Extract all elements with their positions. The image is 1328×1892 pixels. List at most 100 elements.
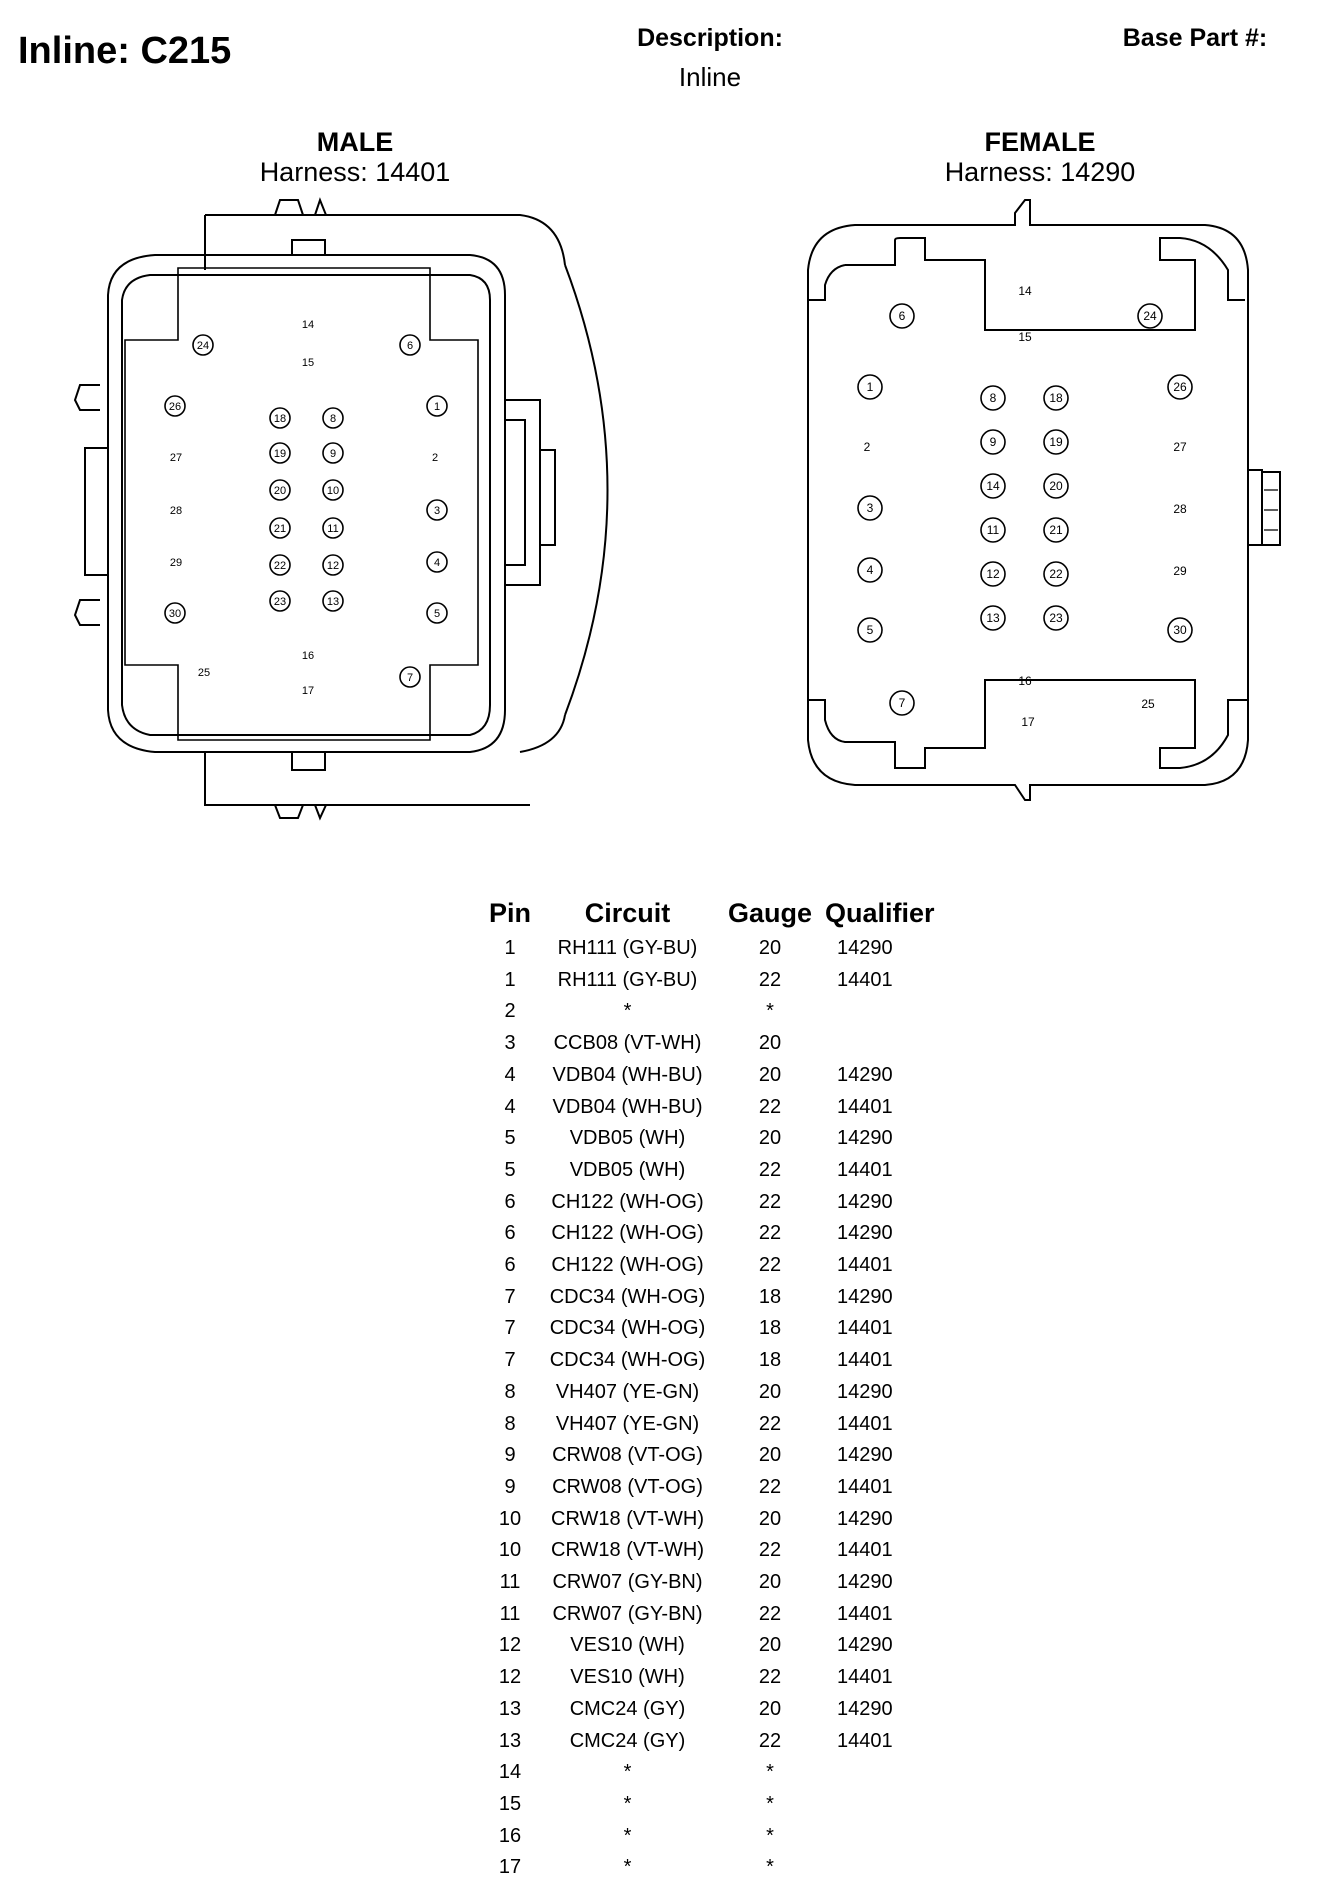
circuit-cell: CRW18 (VT-WH) (551, 1507, 704, 1530)
male-pin-4: 4 (434, 557, 440, 569)
qualifier-cell: 14401 (837, 1602, 893, 1625)
circuit-cell: CH122 (WH-OG) (551, 1254, 704, 1277)
circuit-cell: VH407 (YE-GN) (555, 1380, 700, 1403)
gauge-cell: 20 (758, 1063, 782, 1086)
male-pin-13: 13 (327, 596, 339, 608)
circuit-cell: * (623, 1824, 632, 1847)
female-pin-12: 12 (986, 567, 1000, 581)
female-pin-4: 4 (867, 563, 874, 577)
page-title: Inline: C215 (18, 30, 232, 72)
female-connector-outline (807, 199, 1281, 801)
male-pin-29: 29 (170, 557, 182, 569)
pin-cell: 8 (504, 1412, 516, 1435)
pin-cell: 12 (498, 1666, 522, 1689)
circuit-cell: CH122 (WH-OG) (551, 1190, 704, 1213)
female-pin-30: 30 (1173, 623, 1187, 637)
qualifier-cell (825, 1757, 947, 1789)
male-pin-14: 14 (302, 319, 314, 331)
gauge-cell: 22 (758, 968, 782, 991)
circuit-cell: VDB05 (WH) (569, 1158, 686, 1181)
connector-diagram: 24 6 26 1 18 8 19 9 20 10 21 11 22 12 23… (73, 197, 1281, 821)
qualifier-cell: 14290 (837, 1222, 893, 1245)
male-pin-8: 8 (330, 413, 336, 425)
pin-cell: 7 (504, 1317, 516, 1340)
pin-cell: 3 (504, 1032, 516, 1055)
pin-cell: 6 (504, 1190, 516, 1213)
circuit-cell: VES10 (WH) (570, 1666, 685, 1689)
qualifier-cell: 14290 (837, 1444, 893, 1467)
circuit-cell: CRW08 (VT-OG) (552, 1475, 703, 1498)
gauge-cell: * (766, 1824, 774, 1847)
description-value: Inline (678, 62, 742, 92)
pin-cell: 1 (504, 937, 516, 959)
pin-cell: 10 (498, 1539, 522, 1562)
gauge-cell: 18 (758, 1317, 782, 1340)
male-connector-outline (73, 197, 609, 821)
female-pin-9: 9 (990, 435, 997, 449)
circuit-cell: RH111 (GY-BU) (557, 968, 698, 991)
qualifier-cell: 14401 (837, 1095, 893, 1118)
circuit-cell: CCB08 (VT-WH) (553, 1032, 702, 1055)
female-pin-24: 24 (1143, 309, 1157, 323)
circuit-cell: CMC24 (GY) (569, 1697, 686, 1720)
table-row: 16** (480, 1821, 947, 1853)
gauge-cell: * (766, 1761, 774, 1784)
header-circuit: Circuit (584, 897, 671, 928)
pin-cell: 2 (504, 1000, 516, 1023)
table-row: 14** (480, 1757, 947, 1789)
circuit-cell: CDC34 (WH-OG) (549, 1317, 706, 1340)
circuit-cell: * (623, 1761, 632, 1784)
pin-cell: 4 (504, 1095, 516, 1118)
female-pin-17: 17 (1021, 715, 1035, 729)
qualifier-cell: 14290 (837, 1634, 893, 1657)
male-pin-5: 5 (434, 608, 440, 620)
pin-cell: 6 (504, 1254, 516, 1277)
female-pin-7: 7 (899, 696, 906, 710)
gauge-cell: 20 (758, 1507, 782, 1530)
gauge-cell: 20 (758, 1697, 782, 1720)
male-pin-24: 24 (197, 340, 209, 352)
gauge-cell: 20 (758, 1634, 782, 1657)
pin-cell: 9 (504, 1444, 516, 1467)
male-title: MALE (316, 127, 394, 157)
pin-cell: 5 (504, 1158, 516, 1181)
qualifier-cell: 14401 (837, 1412, 893, 1435)
female-pin-22: 22 (1049, 567, 1063, 581)
pin-cell: 5 (504, 1127, 516, 1150)
qualifier-cell: 14290 (837, 1380, 893, 1403)
female-pin-15: 15 (1018, 330, 1032, 344)
female-pin-14: 14 (1018, 284, 1032, 298)
circuit-cell: CMC24 (GY) (569, 1729, 686, 1752)
table-row: 2** (480, 996, 947, 1028)
female-pin-23: 23 (1049, 611, 1063, 625)
qualifier-cell: 14401 (837, 1317, 893, 1340)
qualifier-cell: 14290 (837, 1285, 893, 1308)
gauge-cell: 20 (758, 1380, 782, 1403)
gauge-cell: 22 (758, 1475, 782, 1498)
qualifier-cell: 14401 (837, 1729, 893, 1752)
male-pin-25: 25 (198, 667, 210, 679)
female-pin-18: 18 (1049, 391, 1063, 405)
pin-cell: 8 (504, 1380, 516, 1403)
circuit-cell: CDC34 (WH-OG) (549, 1285, 706, 1308)
qualifier-cell: 14401 (837, 1158, 893, 1181)
qualifier-cell (825, 1821, 947, 1853)
circuit-cell: VDB04 (WH-BU) (552, 1095, 703, 1118)
circuit-cell: VDB04 (WH-BU) (552, 1063, 703, 1086)
gauge-cell: 20 (758, 1127, 782, 1150)
female-pin-2: 2 (864, 440, 871, 454)
female-pin-14-circled: 14 (986, 479, 1000, 493)
